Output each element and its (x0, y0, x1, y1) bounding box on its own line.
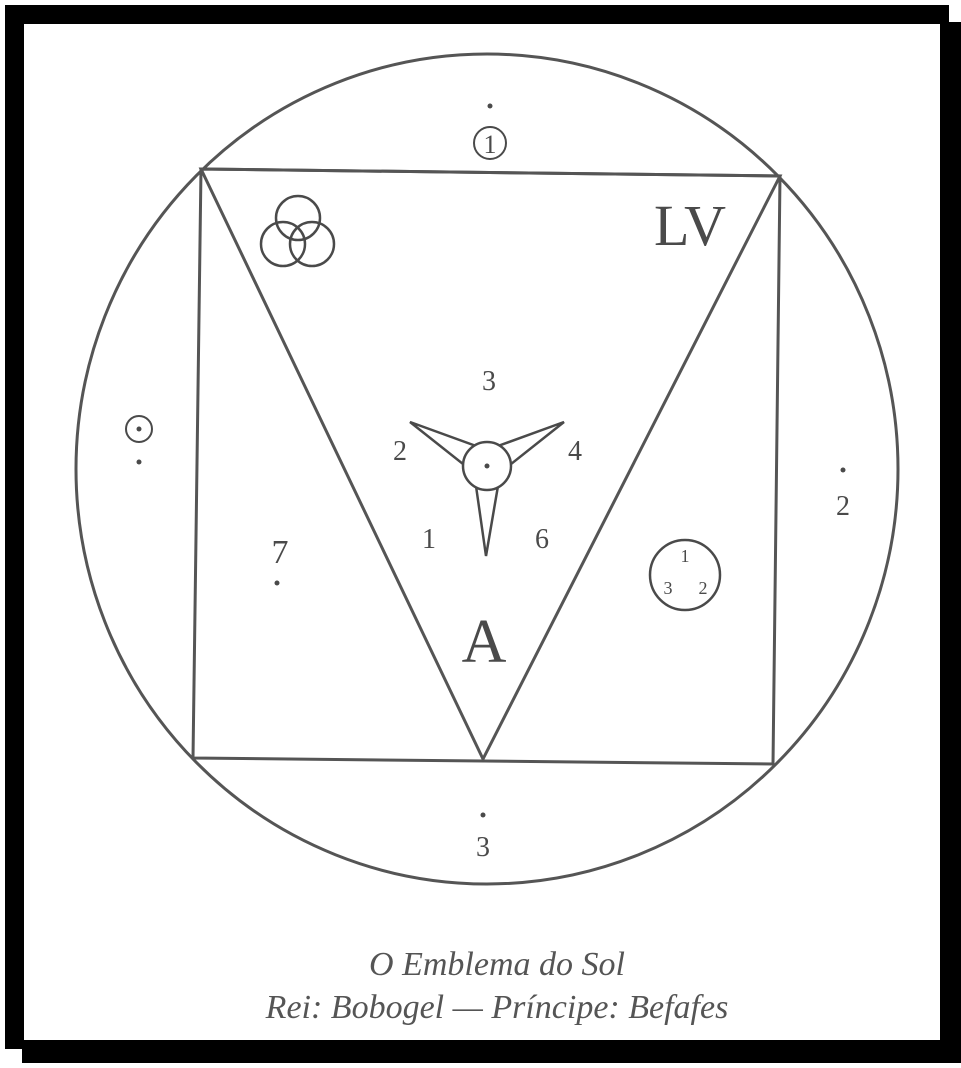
center-number-left: 2 (393, 436, 407, 467)
sun-center-dot (137, 427, 142, 432)
center-number-bottom-right: 6 (535, 524, 549, 555)
caption-subtitle: Rei: Bobogel — Príncipe: Befafes (265, 989, 729, 1026)
triangle-letter: A (462, 608, 507, 676)
right-outer-dot (841, 468, 846, 473)
left-square-dot (275, 581, 280, 586)
bottom-outer-number: 3 (476, 832, 490, 863)
numbered-circle-top: 1 (681, 546, 690, 566)
left-square-number: 7 (272, 534, 289, 571)
numbered-circle-right: 2 (699, 578, 708, 598)
numbered-circle-left: 3 (664, 578, 673, 598)
center-number-bottom-left: 1 (422, 524, 436, 555)
top-circled-label: 1 (484, 130, 497, 159)
corner-letters: LV (654, 193, 726, 258)
sun-lower-dot (137, 460, 142, 465)
top-dot (488, 104, 493, 109)
center-number-top: 3 (482, 366, 496, 397)
caption-title: O Emblema do Sol (369, 946, 625, 983)
bottom-outer-dot (481, 813, 486, 818)
center-number-right: 4 (568, 436, 582, 467)
right-outer-number: 2 (836, 491, 850, 522)
pinwheel-center-dot (485, 464, 490, 469)
